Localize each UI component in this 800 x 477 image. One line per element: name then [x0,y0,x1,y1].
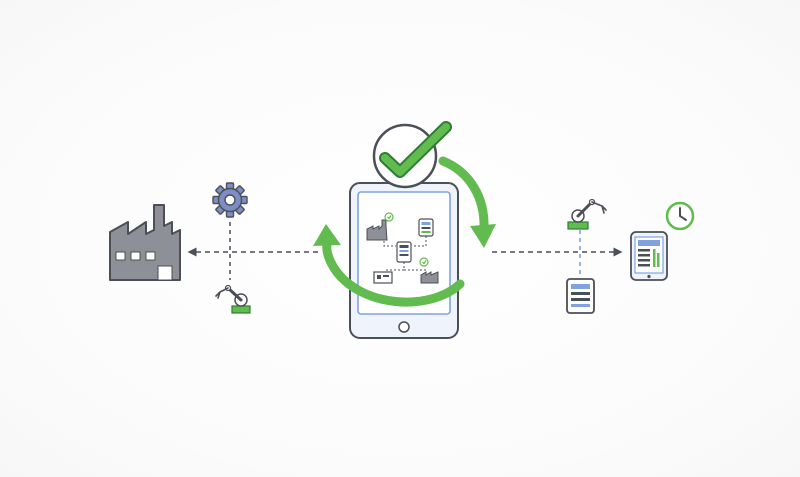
mini-factory-icon [366,219,388,241]
mobile-device-icon [566,278,595,314]
robot-arm-icon-left [215,284,251,314]
mini-factory-icon-2 [420,271,439,284]
tablet-screen-network [366,212,439,284]
mini-mobile-icon [396,241,412,263]
clock-icon [665,201,695,231]
robot-arm-icon-right [567,198,607,230]
sync-arrows-icon [313,156,496,307]
mini-check-icon-2 [419,257,429,267]
mini-check-icon [384,212,394,222]
factory-icon [109,204,181,281]
gear-icon [212,182,248,218]
mini-tablet-icon [418,218,434,237]
checkmark-icon [372,121,452,189]
mini-machine-icon [373,271,393,284]
dashboard-tablet-icon [630,231,668,281]
